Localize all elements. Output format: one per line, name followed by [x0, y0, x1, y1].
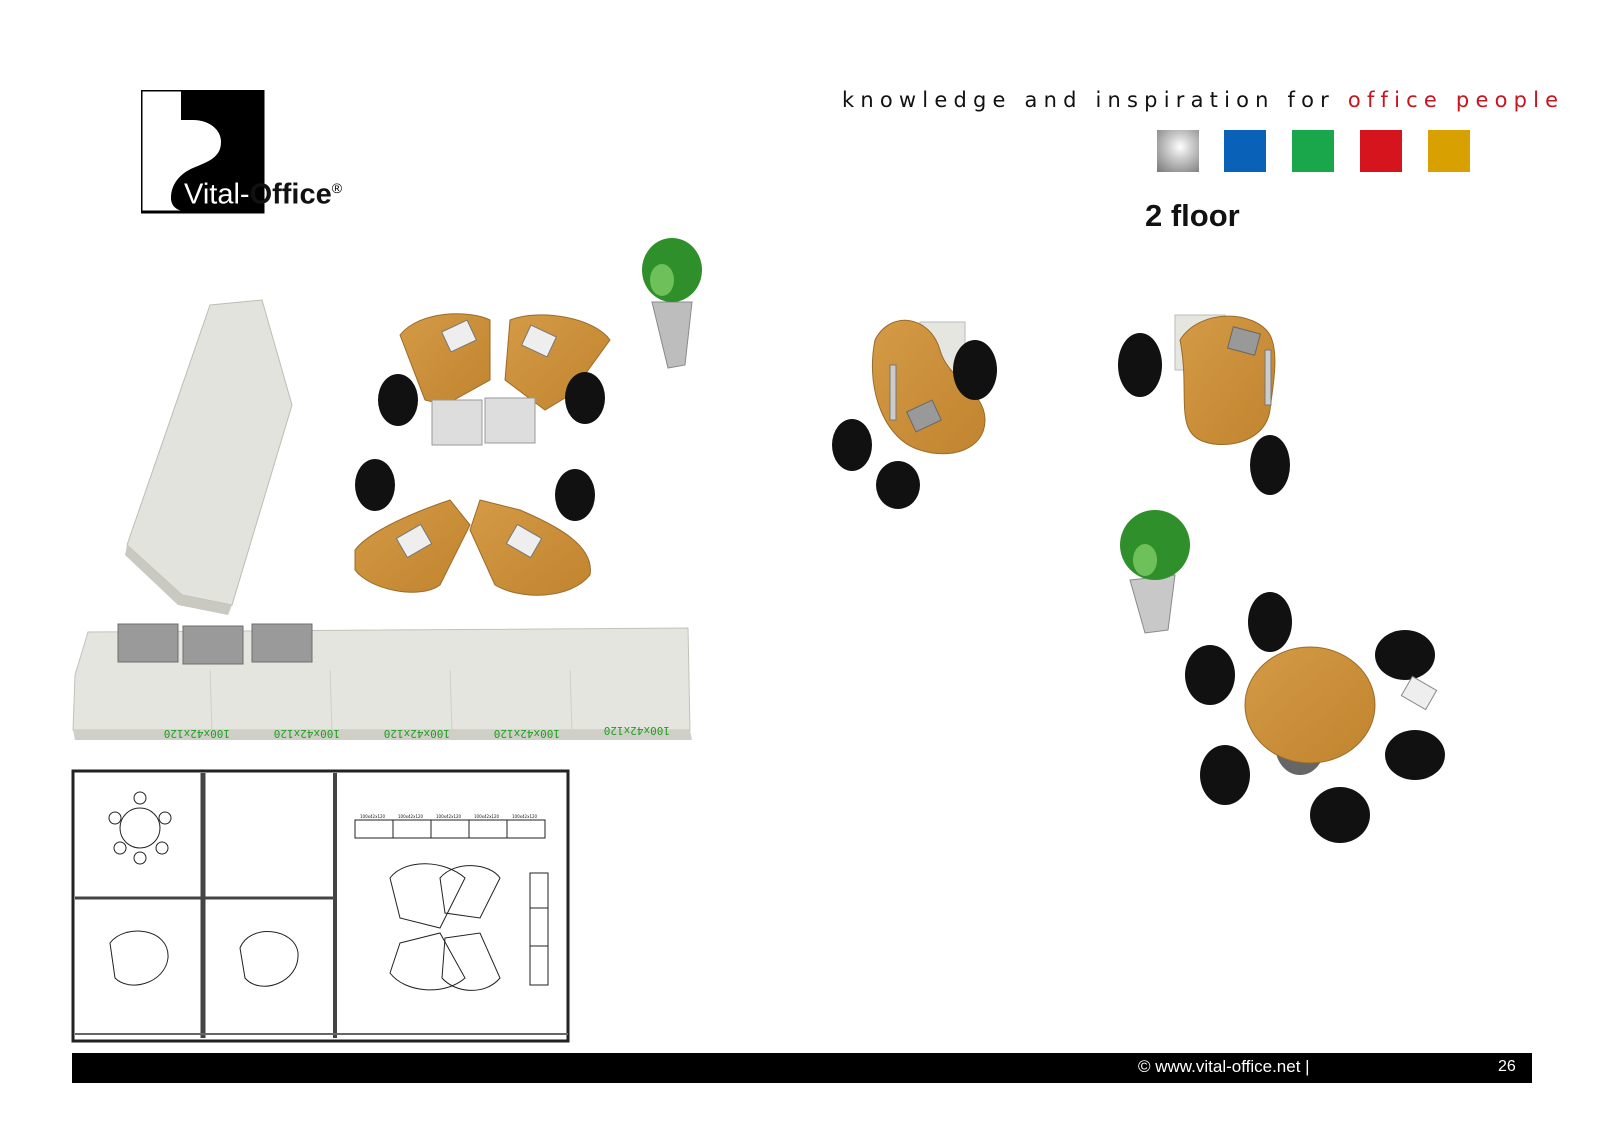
- tall-cabinet: [126, 299, 293, 606]
- registered-mark: ®: [331, 180, 343, 196]
- plan-dimension-label: 100x42x120: [474, 814, 500, 819]
- dimension-label: 100x42x120: [494, 727, 560, 740]
- logo-wordmark: Vital-Office®: [184, 172, 342, 211]
- plant-leaves: [1120, 510, 1190, 580]
- chair: [1375, 630, 1435, 680]
- chair: [1248, 592, 1292, 652]
- chair: [555, 469, 595, 521]
- swatch-green: [1292, 130, 1334, 172]
- dimension-label: 100x42x120: [164, 727, 230, 740]
- printer: [117, 623, 179, 663]
- tagline-prefix: knowledge and inspiration for: [842, 88, 1348, 112]
- plan-dimension-label: 100x42x120: [360, 814, 386, 819]
- chair: [1385, 730, 1445, 780]
- plant-leaves: [642, 238, 702, 302]
- chair: [1118, 333, 1162, 397]
- render-open-office: 100x42x120 100x42x120 100x42x120 100x42x…: [72, 238, 702, 740]
- tagline: knowledge and inspiration for office peo…: [842, 88, 1564, 112]
- chair: [832, 419, 872, 471]
- chair: [953, 340, 997, 400]
- chair: [355, 459, 395, 511]
- chair: [1200, 745, 1250, 805]
- chair: [1310, 787, 1370, 843]
- plan-dimension-label: 100x42x120: [436, 814, 462, 819]
- logo-text-bold: Office: [249, 178, 332, 211]
- office-desk: [871, 319, 986, 455]
- page-number: 26: [1498, 1058, 1516, 1075]
- chair: [1250, 435, 1290, 495]
- plan-dimension-label: 100x42x120: [398, 814, 424, 819]
- footer-url[interactable]: © www.vital-office.net |: [1138, 1057, 1310, 1076]
- printer: [251, 623, 313, 663]
- footer-bar: [72, 1053, 1532, 1083]
- logo-text-light: Vital-: [184, 178, 250, 211]
- chair: [876, 461, 920, 509]
- swatch-blue: [1224, 130, 1266, 172]
- dimension-label: 100x42x120: [274, 727, 340, 740]
- plant-pot: [651, 301, 693, 369]
- tagline-highlight: office people: [1347, 88, 1565, 112]
- meeting-table: [1244, 646, 1376, 764]
- dimension-label: 100x42x120: [384, 727, 450, 740]
- floor-plan: 100x42x120 100x42x120 100x42x120 100x42x…: [71, 769, 570, 1043]
- chair: [1185, 645, 1235, 705]
- plant-pot: [1129, 574, 1176, 634]
- render-offices-meeting: [832, 314, 1445, 843]
- swatch-silver: [1157, 130, 1199, 172]
- swatch-yellow: [1428, 130, 1470, 172]
- chair: [565, 372, 605, 424]
- plan-dimension-label: 100x42x120: [512, 814, 538, 819]
- floor-title: 2 floor: [1145, 198, 1240, 233]
- dimension-label: 100x42x120: [604, 724, 670, 737]
- swatch-red: [1360, 130, 1402, 172]
- printer: [182, 625, 244, 665]
- chair: [378, 374, 418, 426]
- office-desk: [1179, 315, 1276, 446]
- vital-office-logo: [141, 90, 265, 214]
